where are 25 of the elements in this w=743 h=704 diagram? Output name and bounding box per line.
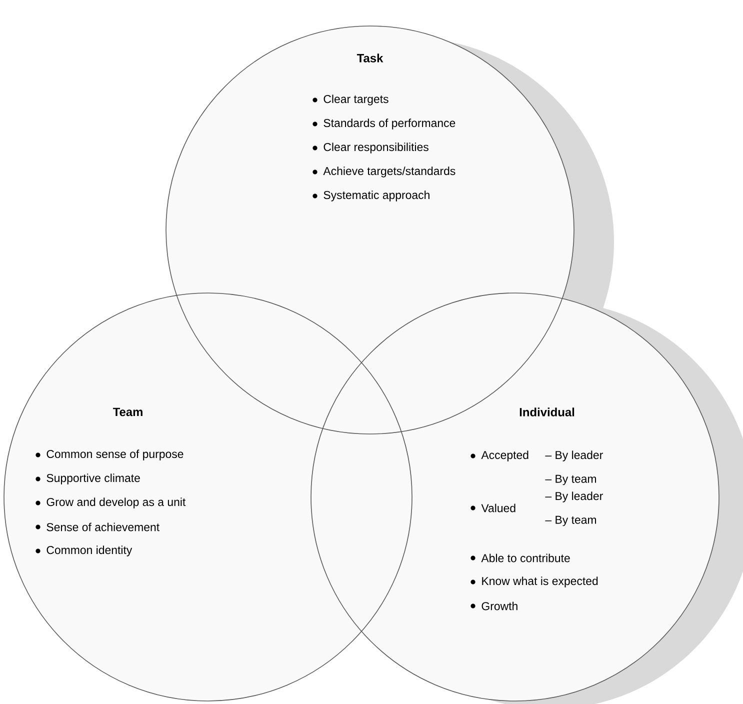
circle-heading: Team: [112, 408, 142, 416]
circle-heading: Task: [356, 54, 384, 62]
bullet-item: Accepted: [470, 450, 528, 462]
venn-circle: [166, 26, 574, 434]
bullet-item: Standards of performance: [312, 118, 456, 130]
venn-circle: [4, 292, 412, 702]
bullet-item: Growth: [470, 602, 518, 610]
sub-item: – By team: [545, 474, 596, 486]
bullet-item: Know what is expected: [470, 576, 598, 588]
bullet-item: Supportive climate: [36, 474, 140, 484]
bullet-item: Common identity: [36, 546, 132, 556]
circle-heading: Individual: [520, 408, 574, 416]
sub-item: – By leader: [545, 492, 603, 502]
bullet-item: Common sense of purpose: [36, 450, 184, 460]
bullet-item: Able to contribute: [470, 554, 570, 562]
bullet-item: Sense of achievement: [36, 522, 160, 532]
venn-circle: [310, 292, 720, 702]
sub-item: – By leader: [545, 450, 603, 462]
bullet-item: Valued: [470, 504, 516, 512]
bullet-item: Grow and develop as a unit: [36, 498, 186, 508]
sub-item: – By team: [545, 516, 596, 526]
bullet-item: Achieve targets/standards: [312, 166, 456, 178]
bullet-item: Clear targets: [312, 94, 388, 106]
bullet-item: Systematic approach: [312, 190, 430, 202]
bullet-item: Clear responsibilities: [312, 142, 428, 154]
